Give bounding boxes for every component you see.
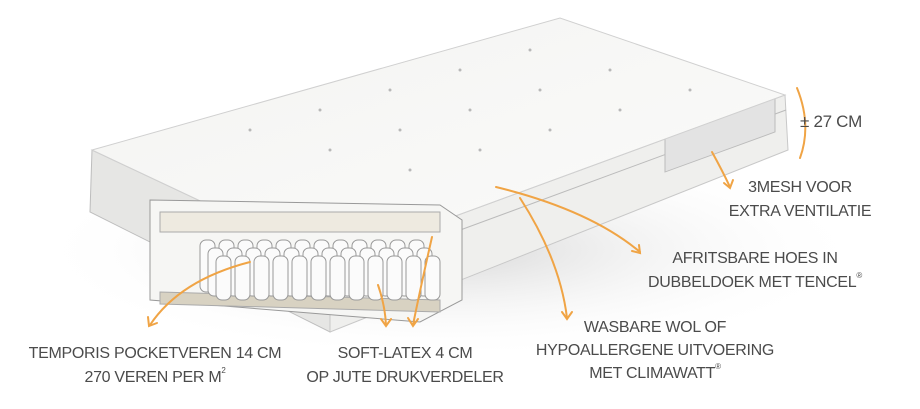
pocket-spring	[348, 255, 365, 301]
springs-label-line2: 270 VEREN PER M2	[15, 366, 295, 390]
pocket-spring	[405, 255, 422, 301]
latex-layer	[159, 211, 441, 233]
height-bracket	[796, 87, 807, 159]
pocket-spring	[234, 255, 251, 301]
pocket-spring	[424, 255, 441, 301]
jute-arrow	[412, 236, 433, 326]
mesh-arrow	[711, 151, 731, 188]
pocket-spring	[310, 255, 327, 301]
latex-label-line1: SOFT-LATEX 4 CM	[337, 345, 473, 362]
latex-arrow	[377, 284, 387, 326]
wool-label-text: MET CLIMAWATT	[589, 365, 716, 382]
pocket-spring	[386, 255, 403, 301]
registered-mark: ®	[856, 271, 862, 280]
pocket-spring	[215, 255, 232, 301]
cover-label-line1: AFRITSBARE HOES IN	[672, 250, 838, 267]
tufting-dots	[248, 48, 692, 172]
springs-label: TEMPORIS POCKETVEREN 14 CM 270 VEREN PER…	[15, 342, 295, 390]
pocket-spring	[291, 255, 308, 301]
cover-label: AFRITSBARE HOES IN DUBBELDOEK MET TENCEL…	[625, 247, 885, 295]
pocket-spring	[272, 255, 289, 301]
mesh-label: 3MESH VOOR EXTRA VENTILATIE	[715, 176, 885, 224]
registered-mark: ®	[715, 362, 721, 371]
pocket-spring	[329, 255, 346, 301]
latex-label: SOFT-LATEX 4 CM OP JUTE DRUKVERDELER	[300, 342, 510, 390]
cover-label-line2: DUBBELDOEK MET TENCEL®	[625, 271, 885, 295]
springs-arrow	[149, 261, 251, 326]
height-label: ± 27 CM	[800, 112, 863, 131]
wool-label: WASBARE WOL OF HYPOALLERGENE UITVOERING …	[530, 316, 780, 385]
mesh-label-line2: EXTRA VENTILATIE	[728, 203, 872, 220]
wool-label-line2: HYPOALLERGENE UITVOERING	[535, 342, 775, 359]
pocket-springs	[199, 239, 441, 301]
mesh-label-line1: 3MESH VOOR	[748, 179, 852, 196]
wool-label-line1: WASBARE WOL OF	[583, 319, 727, 336]
cover-label-text: DUBBELDOEK MET TENCEL	[648, 274, 857, 291]
cover-arrow	[495, 186, 641, 253]
annotation-arrows	[147, 87, 807, 328]
pocket-spring	[253, 255, 270, 301]
springs-label-line1: TEMPORIS POCKETVEREN 14 CM	[28, 345, 282, 362]
latex-label-line2: OP JUTE DRUKVERDELER	[306, 369, 504, 386]
springs-label-text: 270 VEREN PER M	[84, 369, 222, 386]
superscript-2: 2	[221, 366, 226, 375]
wool-arrow	[519, 197, 568, 319]
wool-label-line3: MET CLIMAWATT®	[530, 362, 780, 385]
